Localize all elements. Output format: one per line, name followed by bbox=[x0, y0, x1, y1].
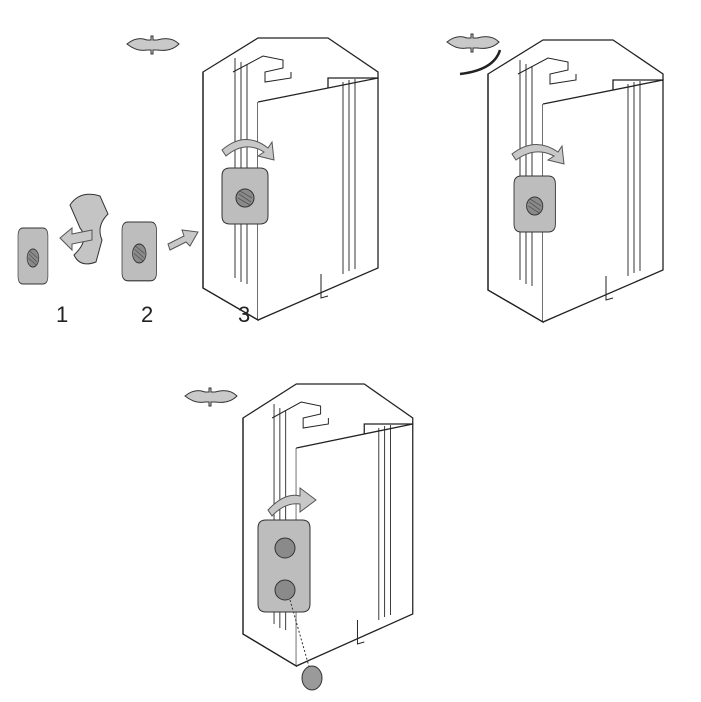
rotate-arrow-icon bbox=[511, 144, 565, 165]
step-label-2: 2 bbox=[141, 302, 154, 327]
arrow-right-icon bbox=[167, 229, 199, 251]
nut-step-2 bbox=[121, 221, 158, 282]
arrow-icons bbox=[59, 139, 565, 517]
set-screw bbox=[289, 599, 323, 691]
tslot-section-icon-3 bbox=[184, 387, 238, 407]
tslot-section-icon-1 bbox=[126, 35, 180, 55]
nut-step-3 bbox=[221, 167, 269, 225]
rotate-arrow-icon bbox=[267, 487, 317, 517]
rotate-arrow-icon bbox=[221, 139, 275, 161]
nut-step-1 bbox=[17, 227, 49, 285]
spring-clip bbox=[69, 193, 109, 265]
step-label-3: 3 bbox=[238, 302, 251, 327]
double-nut bbox=[257, 519, 311, 613]
step-label-1: 1 bbox=[56, 302, 69, 327]
arrow-left-icon bbox=[59, 226, 93, 252]
nut-rotated bbox=[513, 175, 556, 233]
tslot-section-icon-2 bbox=[446, 33, 502, 76]
